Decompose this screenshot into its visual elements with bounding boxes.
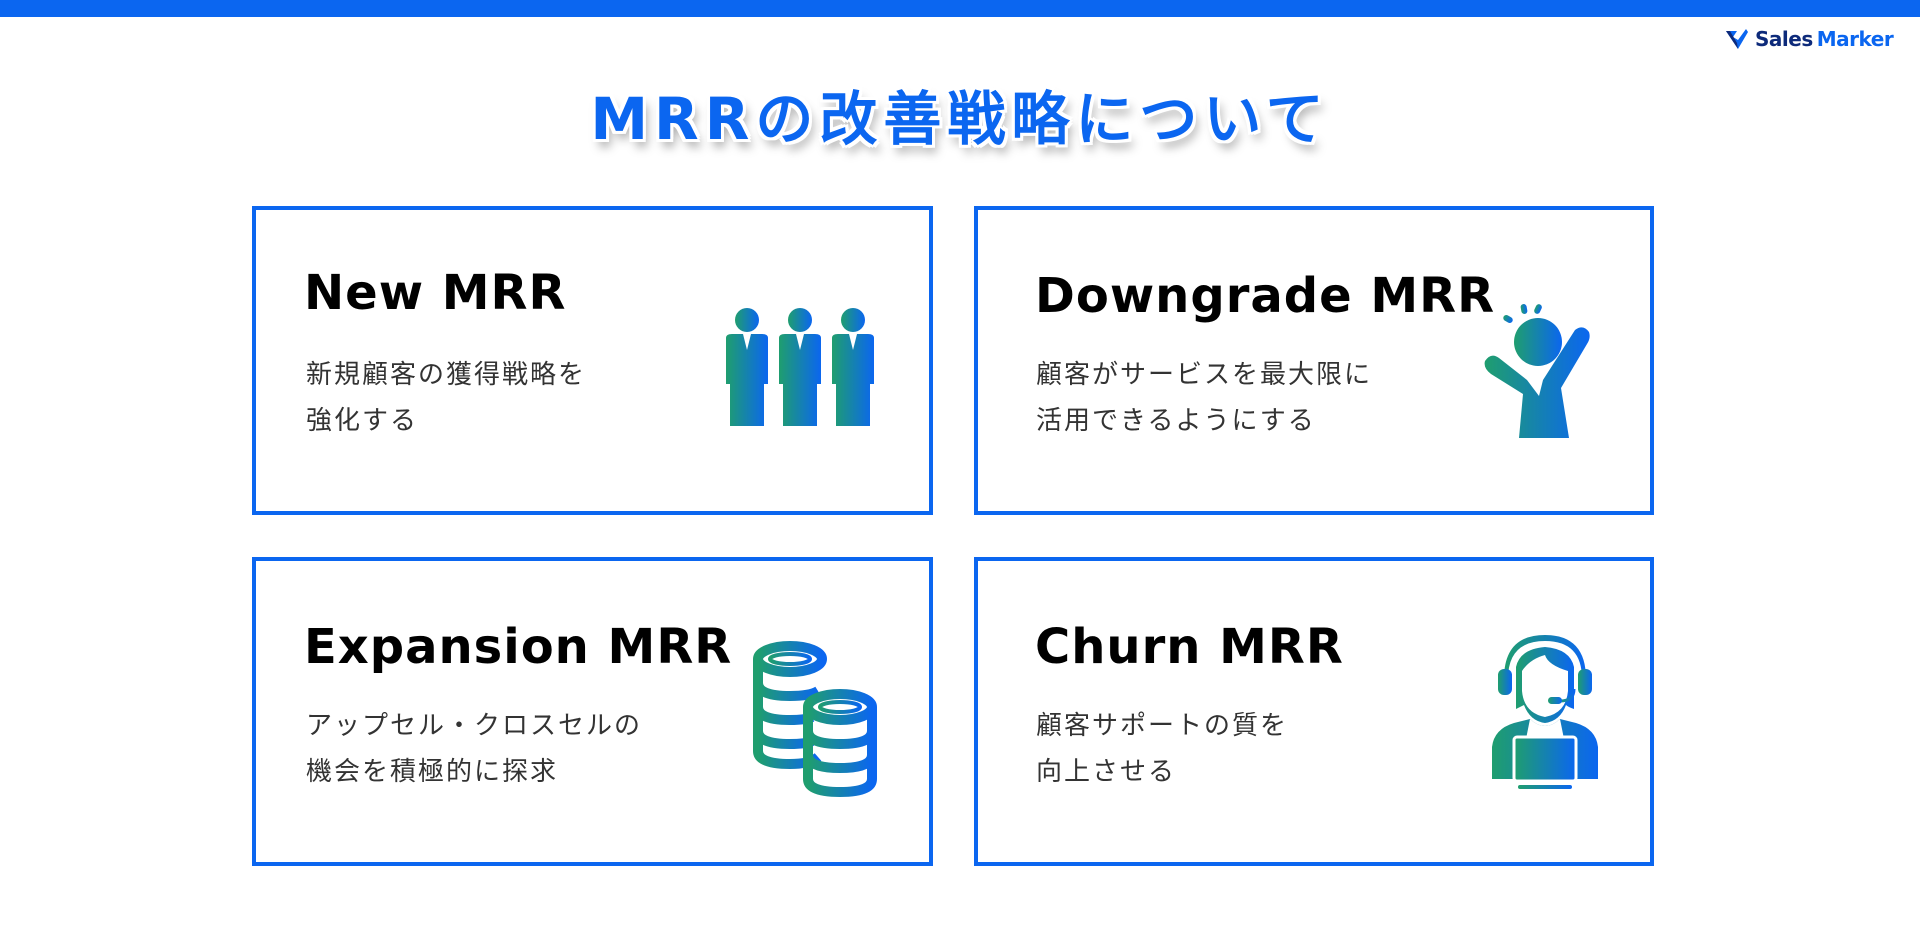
card-description: 顧客がサービスを最大限に 活用できるようにする — [1036, 352, 1372, 444]
top-accent-bar — [0, 0, 1920, 17]
desc-line: 新規顧客の獲得戦略を — [306, 360, 587, 390]
card-churn-mrr: Churn MRR 顧客サポートの質を 向上させる — [974, 557, 1654, 866]
card-title: New MRR — [304, 265, 567, 321]
card-description: アップセル・クロスセルの 機会を積極的に探求 — [306, 703, 642, 795]
card-description: 顧客サポートの質を 向上させる — [1036, 703, 1288, 795]
desc-line: 機会を積極的に探求 — [306, 757, 559, 787]
card-title: Churn MRR — [1035, 619, 1344, 675]
card-title: Expansion MRR — [304, 619, 733, 675]
card-new-mrr: New MRR 新規顧客の獲得戦略を 強化する — [252, 206, 933, 515]
card-description: 新規顧客の獲得戦略を 強化する — [306, 352, 586, 444]
page-title: MRRの改善戦略について — [590, 85, 1330, 153]
business-people-icon — [726, 308, 874, 426]
desc-line: 顧客がサービスを最大限に — [1036, 360, 1373, 390]
desc-line: アップセル・クロスセルの — [306, 711, 643, 741]
desc-line: 向上させる — [1036, 757, 1177, 787]
desc-line: 強化する — [306, 406, 419, 436]
logo-text-marker: Marker — [1816, 27, 1894, 51]
card-title: Downgrade MRR — [1035, 268, 1496, 324]
logo-text-sales: Sales — [1755, 27, 1813, 51]
happy-person-icon — [1484, 304, 1590, 438]
card-expansion-mrr: Expansion MRR アップセル・クロスセルの 機会を積極的に探求 — [252, 557, 933, 866]
coin-stacks-icon — [753, 641, 877, 798]
desc-line: 活用できるようにする — [1036, 406, 1316, 436]
support-operator-icon — [1492, 635, 1598, 789]
card-downgrade-mrr: Downgrade MRR 顧客がサービスを最大限に 活用できるようにする — [974, 206, 1654, 515]
logo-mark-icon — [1726, 29, 1748, 49]
desc-line: 顧客サポートの質を — [1036, 711, 1289, 741]
